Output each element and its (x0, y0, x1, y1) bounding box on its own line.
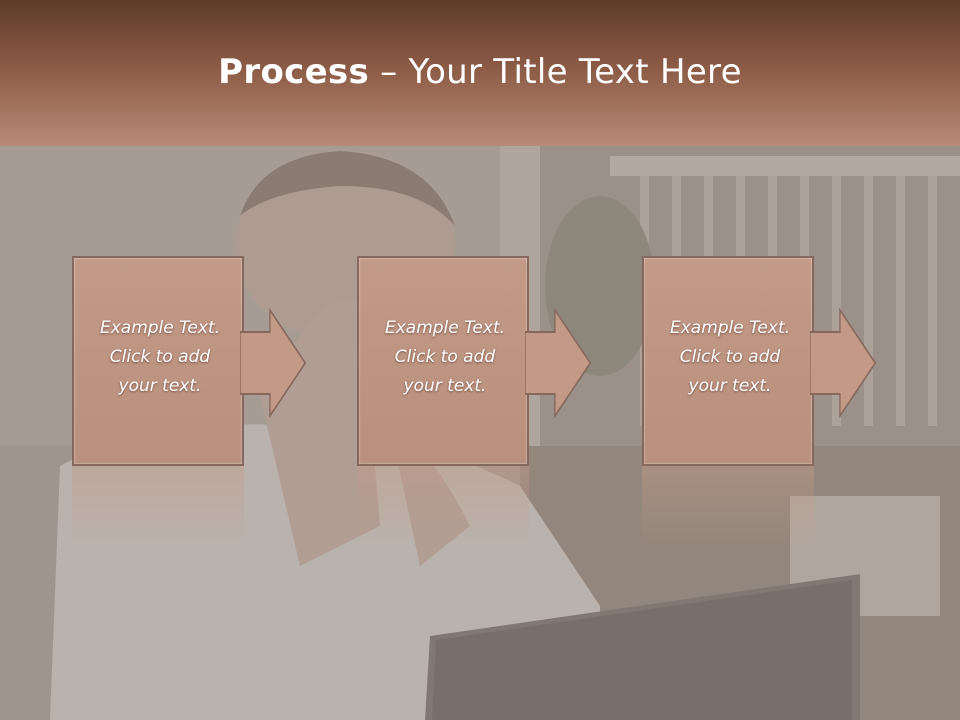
step-reflection (642, 466, 814, 546)
step-text[interactable]: Example Text. Click to add your text. (384, 318, 506, 396)
process-step-1[interactable]: Example Text. Click to add your text. (72, 256, 307, 466)
slide-title[interactable]: Process – Your Title Text Here (0, 52, 960, 92)
step-reflection (72, 466, 244, 546)
right-arrow-icon (525, 308, 592, 418)
process-step-3[interactable]: Example Text. Click to add your text. (642, 256, 877, 466)
step-box[interactable]: Example Text. Click to add your text. (357, 256, 529, 466)
right-arrow-icon (810, 308, 877, 418)
step-box[interactable]: Example Text. Click to add your text. (72, 256, 244, 466)
title-bar: Process – Your Title Text Here (0, 0, 960, 146)
step-text[interactable]: Example Text. Click to add your text. (669, 318, 791, 396)
title-bold: Process (218, 52, 370, 92)
step-text[interactable]: Example Text. Click to add your text. (99, 318, 221, 396)
process-step-2[interactable]: Example Text. Click to add your text. (357, 256, 592, 466)
step-box[interactable]: Example Text. Click to add your text. (642, 256, 814, 466)
title-dash: – (369, 52, 409, 92)
title-rest: Your Title Text Here (408, 52, 742, 92)
step-reflection (357, 466, 529, 546)
right-arrow-icon (240, 308, 307, 418)
